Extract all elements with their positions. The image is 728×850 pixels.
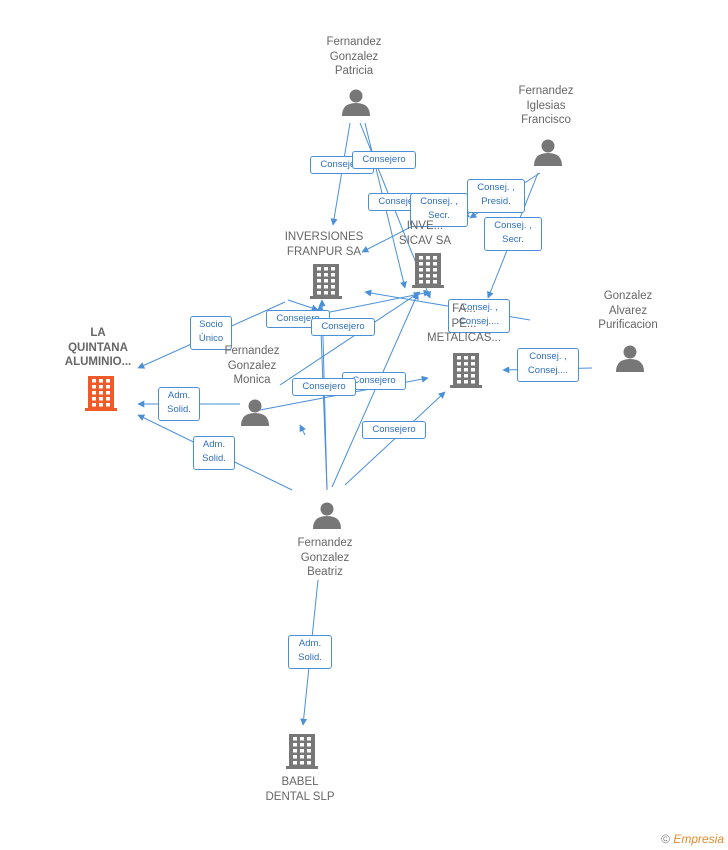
node-label-francisco[interactable]: Fernandez Iglesias Francisco xyxy=(518,85,574,126)
edge-label-13[interactable]: Consejero xyxy=(292,378,356,396)
edge-label-5[interactable]: Consej. , Secr. xyxy=(484,217,542,251)
edge-label-6[interactable]: Consej. , Consej.... xyxy=(448,299,510,333)
brand-logo[interactable]: Empresia xyxy=(673,832,724,846)
copyright-symbol: © xyxy=(661,832,670,846)
edge-label-14[interactable]: Adm. Solid. xyxy=(193,436,235,470)
node-label-metalicas[interactable]: FA... PE... METALICAS... xyxy=(427,303,501,344)
node-label-la-quintana[interactable]: LA QUINTANA ALUMINIO... xyxy=(64,327,132,368)
building-icon[interactable] xyxy=(85,376,117,411)
person-icon[interactable] xyxy=(241,399,269,427)
node-label-inversiones-franpur[interactable]: INVERSIONES FRANPUR SA xyxy=(284,231,364,258)
edge-label-4[interactable]: Consej. , Presid. xyxy=(467,179,525,213)
node-label-inver-sicav[interactable]: INVE... SICAV SA xyxy=(398,220,452,247)
person-icon[interactable] xyxy=(313,502,341,530)
edge-line xyxy=(287,299,319,312)
node-label-monica[interactable]: Fernandez Gonzalez Monica xyxy=(224,345,280,386)
person-icon[interactable] xyxy=(616,345,644,373)
edge-label-10[interactable]: Consejero xyxy=(311,318,375,336)
edge-label-11[interactable]: Adm. Solid. xyxy=(158,387,200,421)
edge-label-15[interactable]: Consejero xyxy=(362,421,426,439)
building-icon[interactable] xyxy=(412,253,444,288)
edge-label-7[interactable]: Consej. , Consej.... xyxy=(517,348,579,382)
edge-label-16[interactable]: Adm. Solid. xyxy=(288,635,332,669)
node-label-beatriz[interactable]: Fernandez Gonzalez Beatriz xyxy=(297,537,353,578)
edge-line xyxy=(330,122,351,226)
building-icon[interactable] xyxy=(286,734,318,769)
footer: © Empresia xyxy=(661,832,724,846)
node-label-patricia[interactable]: Fernandez Gonzalez Patricia xyxy=(326,36,382,77)
node-label-gonzalez-alvarez[interactable]: Gonzalez Alvarez Purificacion xyxy=(598,290,658,331)
edge-label-3[interactable]: Consej. , Secr. xyxy=(410,193,468,227)
edge-line xyxy=(331,292,419,488)
person-icon[interactable] xyxy=(342,89,370,117)
edge-label-8[interactable]: Socio Único xyxy=(190,316,232,350)
edge-line xyxy=(279,291,421,386)
building-icon[interactable] xyxy=(310,264,342,299)
person-icon[interactable] xyxy=(534,139,562,167)
edge-label-1[interactable]: Consejero xyxy=(352,151,416,169)
node-label-babel[interactable]: BABEL DENTAL SLP xyxy=(265,776,335,803)
building-icon[interactable] xyxy=(450,353,482,388)
edge-line xyxy=(299,424,306,436)
